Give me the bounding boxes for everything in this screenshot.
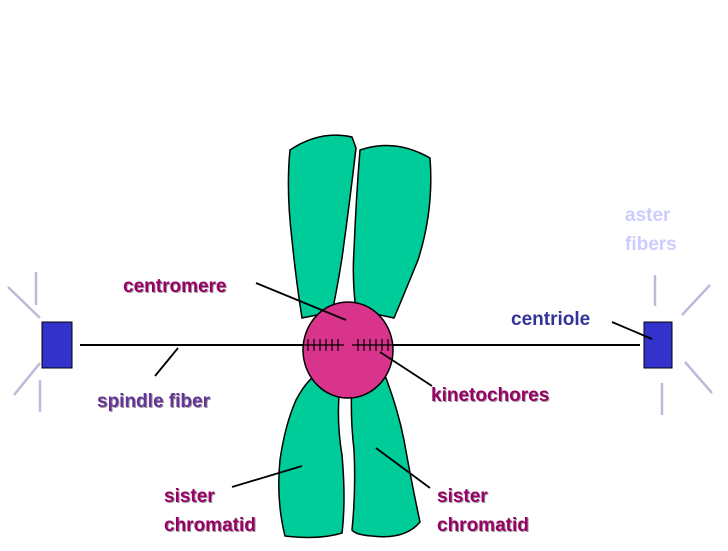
right-aster-fibers — [653, 275, 713, 415]
left-kinetochore — [304, 339, 344, 351]
sister-chromatid-left-line2: chromatid — [164, 515, 256, 536]
centromere-label: centromere — [123, 276, 227, 297]
right-centriole — [643, 321, 673, 369]
left-centriole — [41, 321, 73, 369]
right-kinetochore — [352, 339, 392, 351]
left-chromatid-pointer — [231, 465, 303, 488]
spindle-fiber-pointer — [154, 347, 179, 377]
right-chromatid-pointer — [375, 447, 431, 489]
upper-left-chromatid — [287, 134, 357, 319]
centriole-pointer — [611, 321, 653, 340]
sister-chromatid-right-line1: sister — [437, 486, 488, 507]
centromere-circle — [302, 301, 394, 399]
lower-right-chromatid — [350, 377, 421, 538]
left-aster-fibers — [7, 272, 42, 412]
pointer-lines — [154, 282, 653, 489]
aster-fibers-label-line1: aster — [625, 205, 671, 226]
spindle-fiber-label: spindle fiber — [97, 391, 210, 412]
kinetochores-label: kinetochores — [431, 385, 550, 406]
centriole-label: centriole — [511, 309, 591, 330]
aster-fibers-label-line2: fibers — [625, 234, 677, 255]
sister-chromatid-left-line1: sister — [164, 486, 215, 507]
lower-left-chromatid — [278, 377, 345, 539]
centromere-pointer — [255, 282, 347, 321]
upper-right-chromatid — [352, 144, 432, 319]
sister-chromatid-right-line2: chromatid — [437, 515, 529, 536]
kinetochores-pointer — [379, 351, 433, 387]
